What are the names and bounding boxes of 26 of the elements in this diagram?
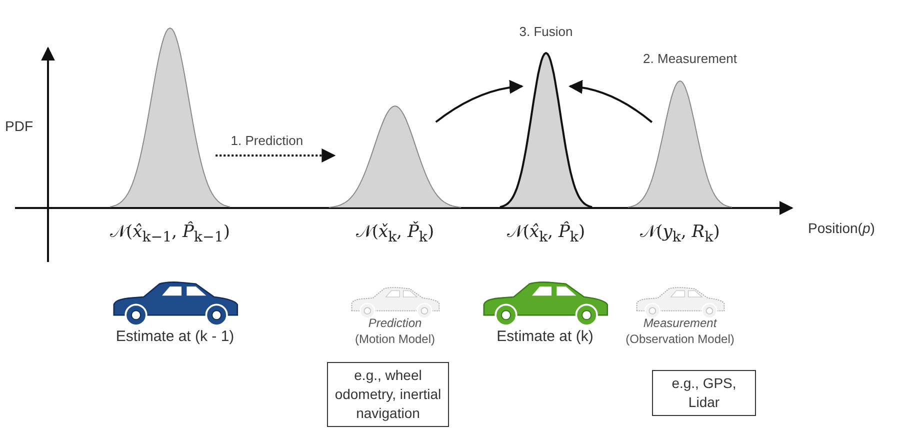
edge-label: 1. Prediction: [230, 132, 304, 148]
distribution-formula: 𝒩(x̌$_{k}$, P̌$_{k}$): [356, 222, 434, 246]
distribution-formula: 𝒩(x̂$_{k−1}$, P̂$_{k−1}$): [110, 222, 230, 246]
example-box: e.g., GPS, Lidar: [652, 370, 756, 416]
axis-label: PDF: [5, 118, 33, 134]
step-label: 3. Fusion: [519, 24, 573, 39]
arrow: [216, 148, 336, 162]
arrow: [568, 80, 653, 123]
step-label: 2. Measurement: [643, 51, 737, 66]
distribution-formula: 𝒩(x̂$_{k}$, P̂$_{k}$): [506, 222, 586, 246]
car-caption: Measurement: [643, 316, 717, 330]
car-caption: (Observation Model): [626, 332, 734, 346]
bell-curve: [110, 27, 230, 208]
car-caption: Estimate at (k - 1): [116, 328, 234, 345]
car-caption: Estimate at (k): [496, 328, 594, 345]
car-caption: Prediction: [368, 316, 422, 330]
arrow: [435, 80, 524, 123]
example-box: e.g., wheel odometry, inertial navigation: [327, 362, 449, 427]
bell-curve: [628, 80, 732, 208]
car-drawing: [634, 286, 726, 320]
distribution-formula: 𝒩(y$_{k}$, R$_{k}$): [640, 222, 720, 246]
bell-curve: [329, 105, 461, 208]
car-caption: (Motion Model): [354, 332, 436, 346]
car-drawing: [349, 286, 441, 320]
axis-label: Position(p): [808, 220, 875, 236]
bell-curve: [500, 52, 592, 208]
